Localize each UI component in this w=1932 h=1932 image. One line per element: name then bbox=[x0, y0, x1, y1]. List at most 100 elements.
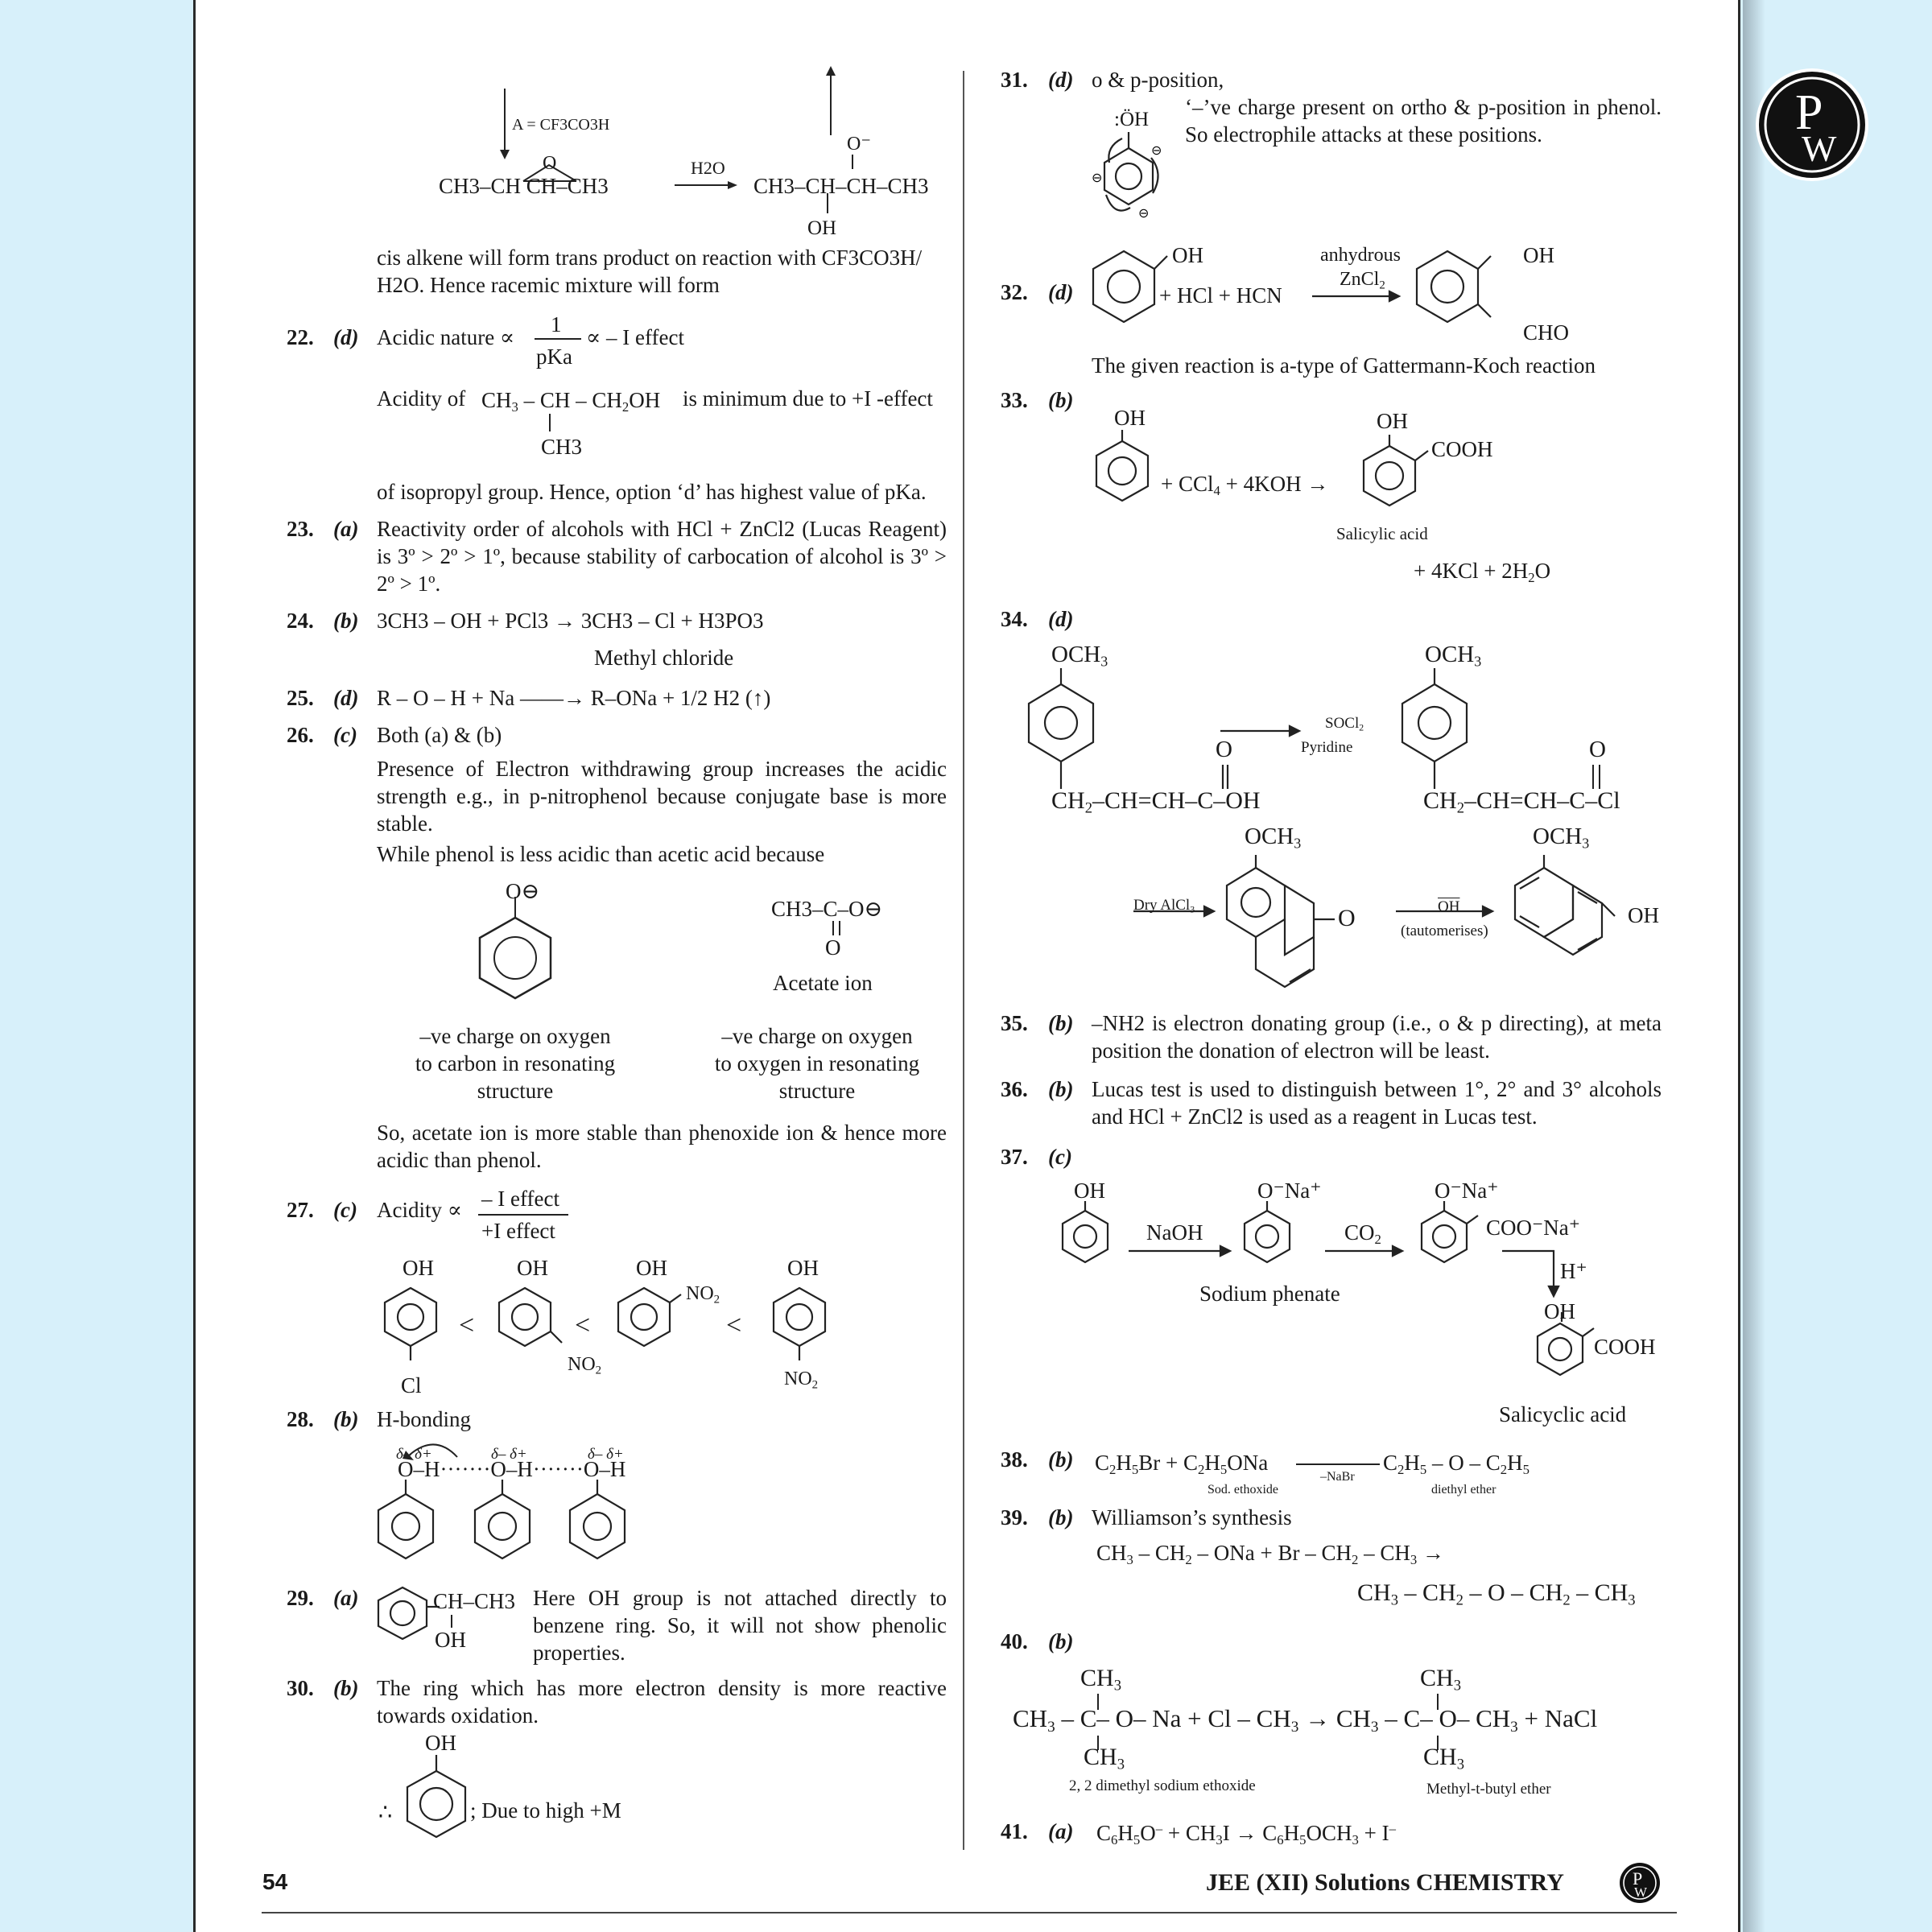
svg-text:⊖: ⊖ bbox=[1092, 171, 1102, 185]
q27-lt-2: < bbox=[575, 1311, 591, 1340]
q26-caption-left-2: to carbon in resonating bbox=[415, 1051, 616, 1075]
q40-bond-2a bbox=[1437, 1694, 1439, 1710]
q21-product-o: O⁻ bbox=[847, 134, 871, 155]
q27-no2-meta: NO2 bbox=[568, 1354, 602, 1377]
q31-ring: ⊖ ⊖ ⊖ bbox=[1092, 132, 1162, 219]
q34-och3-3: OCH3 bbox=[1245, 824, 1302, 852]
q26-acetate-o: O bbox=[825, 935, 841, 960]
q23-option: (a) bbox=[333, 517, 359, 541]
q29-group: CH–CH3 bbox=[433, 1589, 516, 1613]
q27-frac-bar bbox=[478, 1214, 568, 1216]
q41-option: (a) bbox=[1048, 1819, 1074, 1843]
q37-reaction bbox=[1061, 1201, 1563, 1322]
q26-para1: Presence of Electron withdrawing group i… bbox=[377, 757, 947, 836]
q28-deltas-3: δ– δ+ bbox=[588, 1446, 624, 1463]
q29-number: 29. bbox=[287, 1586, 314, 1610]
q35-text: –NH2 is electron donating group (i.e., o… bbox=[1092, 1011, 1662, 1063]
q38-label2: diethyl ether bbox=[1431, 1483, 1496, 1496]
q27-oh-3: OH bbox=[636, 1256, 667, 1280]
q33-p-oh: OH bbox=[1377, 409, 1408, 433]
q39-text: Williamson’s synthesis bbox=[1092, 1505, 1292, 1530]
q40-number: 40. bbox=[1001, 1629, 1028, 1653]
q26-option: (c) bbox=[333, 723, 357, 747]
q21-reaction bbox=[500, 66, 853, 213]
q28-chain: O–H·······O–H·······O–H bbox=[398, 1457, 626, 1481]
q27-oh-2: OH bbox=[517, 1256, 548, 1280]
q22-line3: of isopropyl group. Hence, option ‘d’ ha… bbox=[377, 480, 927, 504]
q26-caption-left-3: structure bbox=[477, 1079, 554, 1103]
q34-reagent3b: (tautomerises) bbox=[1401, 923, 1488, 939]
q33-byproduct: + 4KCl + 2H2O bbox=[1414, 559, 1551, 586]
q29-option: (a) bbox=[333, 1586, 359, 1610]
q29-bond bbox=[451, 1615, 452, 1628]
q22-formula: CH3 – CH – CH2OH bbox=[481, 388, 661, 415]
q30-text: The ring which has more electron density… bbox=[377, 1676, 947, 1728]
q22-line1b: ∝ – I effect bbox=[586, 325, 684, 349]
q34-och3-1: OCH3 bbox=[1051, 642, 1108, 670]
q30-therefore: ∴ bbox=[378, 1800, 393, 1824]
q38-number: 38. bbox=[1001, 1447, 1028, 1472]
q23-text: Reactivity order of alcohols with HCl + … bbox=[377, 517, 947, 596]
q26-caption-left-1: –ve charge on oxygen bbox=[419, 1024, 611, 1048]
q33-oh: OH bbox=[1114, 406, 1146, 430]
q27-lt-3: < bbox=[726, 1311, 742, 1340]
q26-caption-right-2: to oxygen in resonating bbox=[714, 1051, 920, 1075]
q39-option: (b) bbox=[1048, 1505, 1074, 1530]
q30-ring bbox=[406, 1755, 467, 1839]
q33-option: (b) bbox=[1048, 388, 1074, 412]
q40-bond-1b bbox=[1097, 1736, 1099, 1750]
q21-reactant: CH3–CH CH–CH3 bbox=[439, 174, 609, 198]
q37-co2: CO2 bbox=[1344, 1220, 1381, 1248]
q41-equation: C6H5O– + CH3I → C6H5OCH3 + I– bbox=[1096, 1820, 1396, 1848]
q29-text: Here OH group is not attached directly t… bbox=[533, 1586, 947, 1665]
q40-equation: CH3 – C– O– Na + Cl – CH3 → CH3 – C– O– … bbox=[1013, 1704, 1598, 1736]
q30-reason: ; Due to high +M bbox=[470, 1798, 621, 1823]
q26-phenoxide-label: O⊖ bbox=[506, 879, 540, 903]
q32-catalyst1: anhydrous bbox=[1320, 245, 1401, 266]
q37-product-ring bbox=[1536, 1322, 1595, 1377]
q26-para3: So, acetate ion is more stable than phen… bbox=[377, 1121, 947, 1172]
q36-text: Lucas test is used to distinguish betwee… bbox=[1092, 1077, 1662, 1129]
q40-label2: Methyl-t-butyl ether bbox=[1426, 1781, 1551, 1798]
q32-p-cho: CHO bbox=[1523, 320, 1570, 345]
q34-number: 34. bbox=[1001, 607, 1028, 631]
q38-left: C2H5Br + C2H5ONa bbox=[1095, 1451, 1269, 1478]
q34-dbl-2 bbox=[1592, 765, 1600, 789]
q28-text: H-bonding bbox=[377, 1407, 471, 1431]
page-number: 54 bbox=[262, 1869, 288, 1894]
q32-p-oh: OH bbox=[1523, 243, 1554, 267]
q34-rings-top bbox=[1027, 668, 1468, 789]
q29-oh: OH bbox=[435, 1628, 466, 1652]
q39-line2: CH3 – CH2 – O – CH2 – CH3 bbox=[1357, 1579, 1636, 1609]
q38-label1: Sod. ethoxide bbox=[1208, 1483, 1278, 1496]
q23-number: 23. bbox=[287, 517, 314, 541]
q24-label: Methyl chloride bbox=[594, 646, 734, 670]
q26-caption-right-3: structure bbox=[778, 1079, 856, 1103]
q38-arrow-label: –NaBr bbox=[1320, 1470, 1355, 1484]
q25-equation: R – O – H + Na ——→ R–ONa + 1/2 H2 (↑) bbox=[377, 686, 771, 710]
page-shadow bbox=[1743, 0, 1765, 1932]
q22-line2a: Acidity of bbox=[377, 386, 466, 411]
q32-oh: OH bbox=[1172, 243, 1203, 267]
q34-final-oh: OH bbox=[1628, 903, 1659, 927]
q27-frac-den: +I effect bbox=[481, 1219, 555, 1243]
q30-option: (b) bbox=[333, 1676, 359, 1700]
q40-ch3-top-1: CH3 bbox=[1080, 1665, 1121, 1695]
q36-option: (b) bbox=[1048, 1077, 1074, 1101]
q40-option: (b) bbox=[1048, 1629, 1074, 1653]
q27-line: Acidity ∝ bbox=[377, 1198, 463, 1222]
q34-reagent3: OH bbox=[1438, 898, 1460, 915]
q37-oh: OH bbox=[1074, 1179, 1105, 1203]
page bbox=[193, 0, 1740, 1932]
q21-text2: H2O. Hence racemic mixture will form bbox=[377, 273, 720, 297]
q26-number: 26. bbox=[287, 723, 314, 747]
q21-product-oh: OH bbox=[807, 217, 837, 239]
q27-frac-num: – I effect bbox=[481, 1187, 559, 1211]
q32-text: The given reaction is a-type of Gatterma… bbox=[1092, 353, 1596, 378]
q26-acetate: CH3–C–O⊖ bbox=[771, 897, 883, 921]
q28-deltas-2: δ– δ+ bbox=[491, 1446, 527, 1463]
q37-label1: Sodium phenate bbox=[1199, 1282, 1340, 1306]
q29-ring bbox=[377, 1586, 440, 1641]
q27-no2-para: NO2 bbox=[784, 1368, 819, 1392]
q35-option: (b) bbox=[1048, 1011, 1074, 1035]
